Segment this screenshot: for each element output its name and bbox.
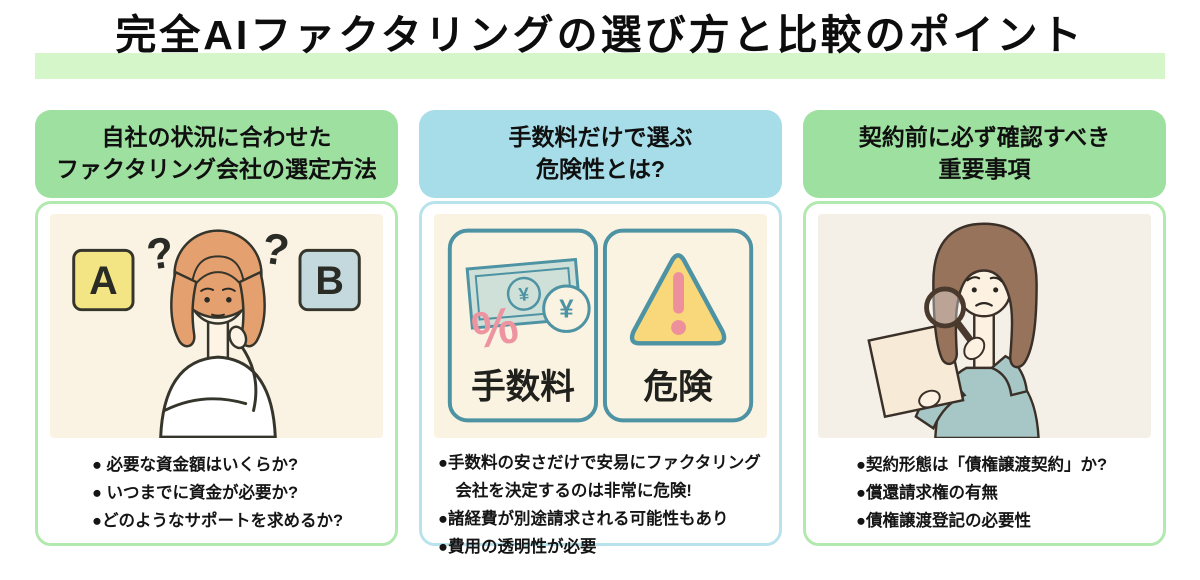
card-header-line2: ファクタリング会社の選定方法 <box>55 156 378 182</box>
fee-danger-illustration: ¥ ¥ % 手数料 危険 <box>434 214 767 438</box>
option-b-box: B <box>298 248 361 312</box>
fee-tile-label: 手数料 <box>471 369 575 407</box>
page-title: 完全AIファクタリングの選び方と比較のポイント <box>115 12 1085 58</box>
title-highlight-bar <box>35 53 1165 79</box>
thinking-woman-ab-choice-icon: A B ? ? <box>72 225 361 438</box>
svg-text:¥: ¥ <box>518 283 531 305</box>
bullet-item: ● いつまでに資金が必要か? <box>92 484 299 503</box>
woman-magnifier-document-icon <box>867 222 1040 438</box>
card-body-selection: A B ? ? <box>35 201 398 546</box>
bullet-item: ●債権譲渡登記の必要性 <box>856 512 1031 531</box>
fee-danger-tiles-icon: ¥ ¥ % 手数料 危険 <box>447 228 754 423</box>
card-header-selection: 自社の状況に合わせた ファクタリング会社の選定方法 <box>35 110 398 198</box>
bullet-item: ●償還請求権の有無 <box>856 484 998 503</box>
bullet-item: ●費用の透明性が必要 <box>438 538 597 557</box>
money-percent-icon: ¥ ¥ % 手数料 <box>447 228 599 423</box>
card-body-fee: ¥ ¥ % 手数料 危険 <box>419 201 782 556</box>
magnifier-icon <box>924 286 986 361</box>
magnifier-woman-illustration <box>818 214 1151 438</box>
bullet-item: ●どのようなサポートを求めるか? <box>92 512 344 531</box>
danger-tile-label: 危険 <box>643 369 713 407</box>
bullet-list: ● 必要な資金額はいくらか? ● いつまでに資金が必要か? ●どのようなサポート… <box>92 451 383 535</box>
card-header-contract: 契約前に必ず確認すべき 重要事項 <box>803 110 1166 198</box>
svg-text:¥: ¥ <box>559 296 574 324</box>
bullet-list: ●契約形態は「債権譲渡契約」か? ●償還請求権の有無 ●債権譲渡登記の必要性 <box>856 451 1151 535</box>
svg-text:%: % <box>467 295 522 360</box>
card-header-line2: 重要事項 <box>938 156 1031 182</box>
question-mark-icon: ? <box>144 229 177 280</box>
svg-text:A: A <box>89 259 118 303</box>
bullet-list: ●手数料の安さだけで安易にファクタリング会社を決定するのは非常に危険! ●諸経費… <box>438 449 767 561</box>
card-header-line1: 自社の状況に合わせた <box>101 124 332 151</box>
title-section: 完全AIファクタリングの選び方と比較のポイント <box>0 0 1200 96</box>
svg-text:B: B <box>315 259 344 303</box>
inspecting-woman <box>867 222 1040 438</box>
card-company-selection: 自社の状況に合わせた ファクタリング会社の選定方法 A B <box>35 110 398 546</box>
card-body-contract: ●契約形態は「債権譲渡契約」か? ●償還請求権の有無 ●債権譲渡登記の必要性 <box>803 201 1166 546</box>
bullet-item: ●諸経費が別途請求される可能性もあり <box>438 510 729 529</box>
cards-row: 自社の状況に合わせた ファクタリング会社の選定方法 A B <box>35 110 1166 556</box>
bullet-item: ●手数料の安さだけで安易にファクタリング会社を決定するのは非常に危険! <box>438 454 761 501</box>
question-mark-icon: ? <box>259 225 292 276</box>
card-header-line1: 契約前に必ず確認すべき <box>858 124 1111 151</box>
bullet-item: ●契約形態は「債権譲渡契約」か? <box>856 456 1108 474</box>
warning-triangle-icon: 危険 <box>602 228 754 423</box>
bullet-item: ● 必要な資金額はいくらか? <box>92 456 299 474</box>
card-header-line2: 危険性とは? <box>535 156 666 182</box>
card-header-fee: 手数料だけで選ぶ 危険性とは? <box>419 110 782 198</box>
option-a-box: A <box>72 248 135 312</box>
card-header-line1: 手数料だけで選ぶ <box>508 124 693 151</box>
card-fee-danger: 手数料だけで選ぶ 危険性とは? ¥ <box>419 110 782 556</box>
card-contract-check: 契約前に必ず確認すべき 重要事項 <box>803 110 1166 546</box>
thinking-woman-illustration: A B ? ? <box>50 214 383 438</box>
thinking-woman <box>159 229 277 438</box>
